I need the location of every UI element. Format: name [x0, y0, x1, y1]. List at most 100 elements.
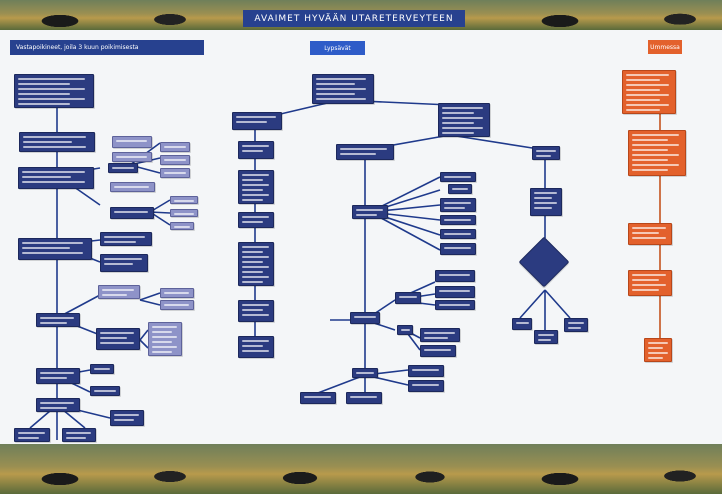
node-text-line [538, 339, 551, 341]
node-text-line [94, 390, 116, 392]
node-text-line [442, 112, 475, 114]
node-text-line [112, 167, 134, 169]
flowchart-node [110, 207, 154, 219]
node-text-line [626, 84, 670, 86]
flowchart-node [160, 300, 194, 310]
node-text-line [104, 236, 146, 238]
node-text-line [242, 350, 269, 352]
node-text-line [632, 274, 667, 276]
node-text-line [236, 121, 267, 123]
flowchart-node [160, 155, 190, 165]
node-text-line [424, 337, 448, 339]
flowchart-node [435, 286, 475, 298]
flowchart-node [512, 318, 532, 330]
flowchart-node [90, 364, 114, 374]
node-text-line [242, 271, 263, 273]
node-text-line [152, 346, 178, 348]
node-text-line [568, 327, 581, 329]
node-text-line [22, 171, 85, 173]
node-text-line [412, 369, 439, 371]
node-text-line [174, 213, 194, 215]
node-text-line [242, 199, 263, 201]
flowchart-node [622, 70, 676, 114]
node-text-line [174, 226, 191, 228]
node-text-line [22, 181, 85, 183]
node-text-line [18, 103, 70, 105]
flowchart-node [300, 392, 336, 404]
node-text-line [632, 232, 659, 234]
node-text-line [632, 284, 667, 286]
node-text-line [626, 74, 670, 76]
flowchart-node [148, 322, 182, 356]
node-text-line [340, 148, 387, 150]
node-text-line [40, 402, 75, 404]
node-text-line [102, 294, 128, 296]
node-text-line [354, 316, 376, 318]
flowchart-node [440, 243, 476, 255]
flowchart-node [628, 223, 672, 245]
flowchart-node [346, 392, 382, 404]
flowchart-node [644, 338, 672, 362]
node-text-line [538, 334, 555, 336]
flowchart-node [238, 170, 274, 204]
node-text-line [40, 372, 75, 374]
flowchart-node [238, 242, 274, 286]
node-text-line [242, 174, 269, 176]
node-text-line [242, 345, 263, 347]
node-text-line [632, 164, 679, 166]
flowchart-node [110, 410, 144, 426]
node-text-line [424, 349, 451, 351]
node-text-line [242, 145, 269, 147]
node-text-line [152, 326, 178, 328]
node-text-line [242, 216, 269, 218]
node-text-line [22, 242, 84, 244]
page-title: AVAIMET HYVÄÄN UTARETERVEYTEEN [243, 10, 465, 27]
node-text-line [534, 202, 558, 204]
flowchart-node [98, 285, 140, 299]
node-text-line [316, 83, 356, 85]
node-text-line [442, 107, 484, 109]
node-text-line [444, 233, 471, 235]
node-text-line [442, 117, 484, 119]
flowchart-node [100, 232, 152, 246]
node-text-line [242, 246, 269, 248]
node-text-line [516, 322, 529, 324]
node-text-line [23, 146, 86, 148]
node-text-line [104, 258, 142, 260]
node-text-line [536, 155, 552, 157]
node-text-line [632, 237, 667, 239]
flowchart-node [170, 196, 198, 204]
node-text-line [632, 227, 667, 229]
node-text-line [442, 132, 475, 134]
node-text-line [242, 179, 263, 181]
flowchart-node [170, 222, 194, 230]
flowchart-node [312, 74, 374, 104]
node-text-line [632, 134, 679, 136]
node-text-line [40, 322, 67, 324]
node-text-line [18, 432, 45, 434]
node-text-line [534, 197, 553, 199]
node-text-line [164, 172, 186, 174]
node-text-line [316, 78, 367, 80]
node-text-line [242, 189, 263, 191]
flowchart-node [350, 312, 380, 324]
node-text-line [632, 154, 679, 156]
node-text-line [242, 150, 263, 152]
node-text-line [174, 200, 194, 202]
node-text-line [18, 98, 85, 100]
flowchart-node [160, 288, 194, 298]
flowchart-node [160, 142, 190, 152]
node-text-line [242, 340, 269, 342]
node-text-line [104, 241, 137, 243]
node-text-line [626, 94, 670, 96]
flowchart-node [420, 328, 460, 342]
node-text-line [152, 351, 172, 353]
section-header-vastapoikineet: Vastapoikineet, joila 3 kuun poikimisest… [10, 40, 204, 55]
flowchart-node [530, 188, 562, 216]
node-text-line [316, 98, 367, 100]
flowchart-node [36, 368, 80, 384]
flowchart-node [36, 313, 80, 327]
flowchart-node [352, 368, 378, 378]
node-text-line [632, 139, 669, 141]
node-text-line [444, 247, 471, 249]
